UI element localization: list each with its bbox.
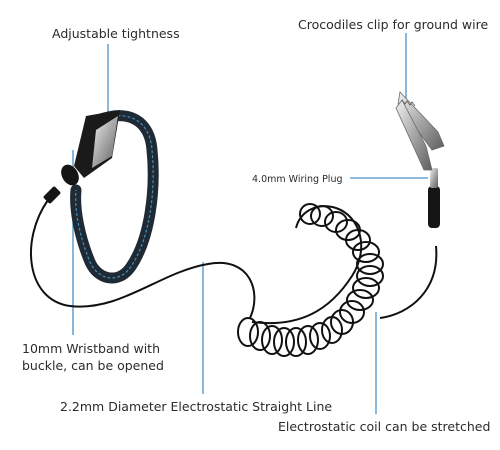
wristband xyxy=(43,110,159,284)
label-wiring-plug: 4.0mm Wiring Plug xyxy=(252,174,343,185)
clip-jaw-upper xyxy=(397,91,445,151)
label-crocodile-clip: Crocodiles clip for ground wire xyxy=(298,17,489,32)
label-wristband: 10mm Wristband with buckle, can be opene… xyxy=(22,340,164,374)
label-wristband-line1: 10mm Wristband with xyxy=(22,341,161,356)
strap-edge xyxy=(75,115,154,279)
label-coil: Electrostatic coil can be stretched xyxy=(278,419,491,434)
straight-cable xyxy=(30,199,256,319)
stud-collar xyxy=(43,186,61,204)
plug-boot xyxy=(428,186,440,228)
label-adjustable-tightness: Adjustable tightness xyxy=(52,26,180,41)
snap-stud xyxy=(61,164,79,186)
plug-pin xyxy=(430,168,438,188)
label-wristband-line2: buckle, can be opened xyxy=(22,358,164,373)
clip-teeth xyxy=(401,99,416,107)
label-straight-line: 2.2mm Diameter Electrostatic Straight Li… xyxy=(60,399,333,414)
ground-plug xyxy=(428,168,440,228)
clip-jaw-lower xyxy=(395,99,433,171)
coil-cable xyxy=(237,203,438,357)
crocodile-clip xyxy=(395,91,445,171)
coil-tail xyxy=(379,245,438,319)
buckle-plate xyxy=(92,116,118,168)
